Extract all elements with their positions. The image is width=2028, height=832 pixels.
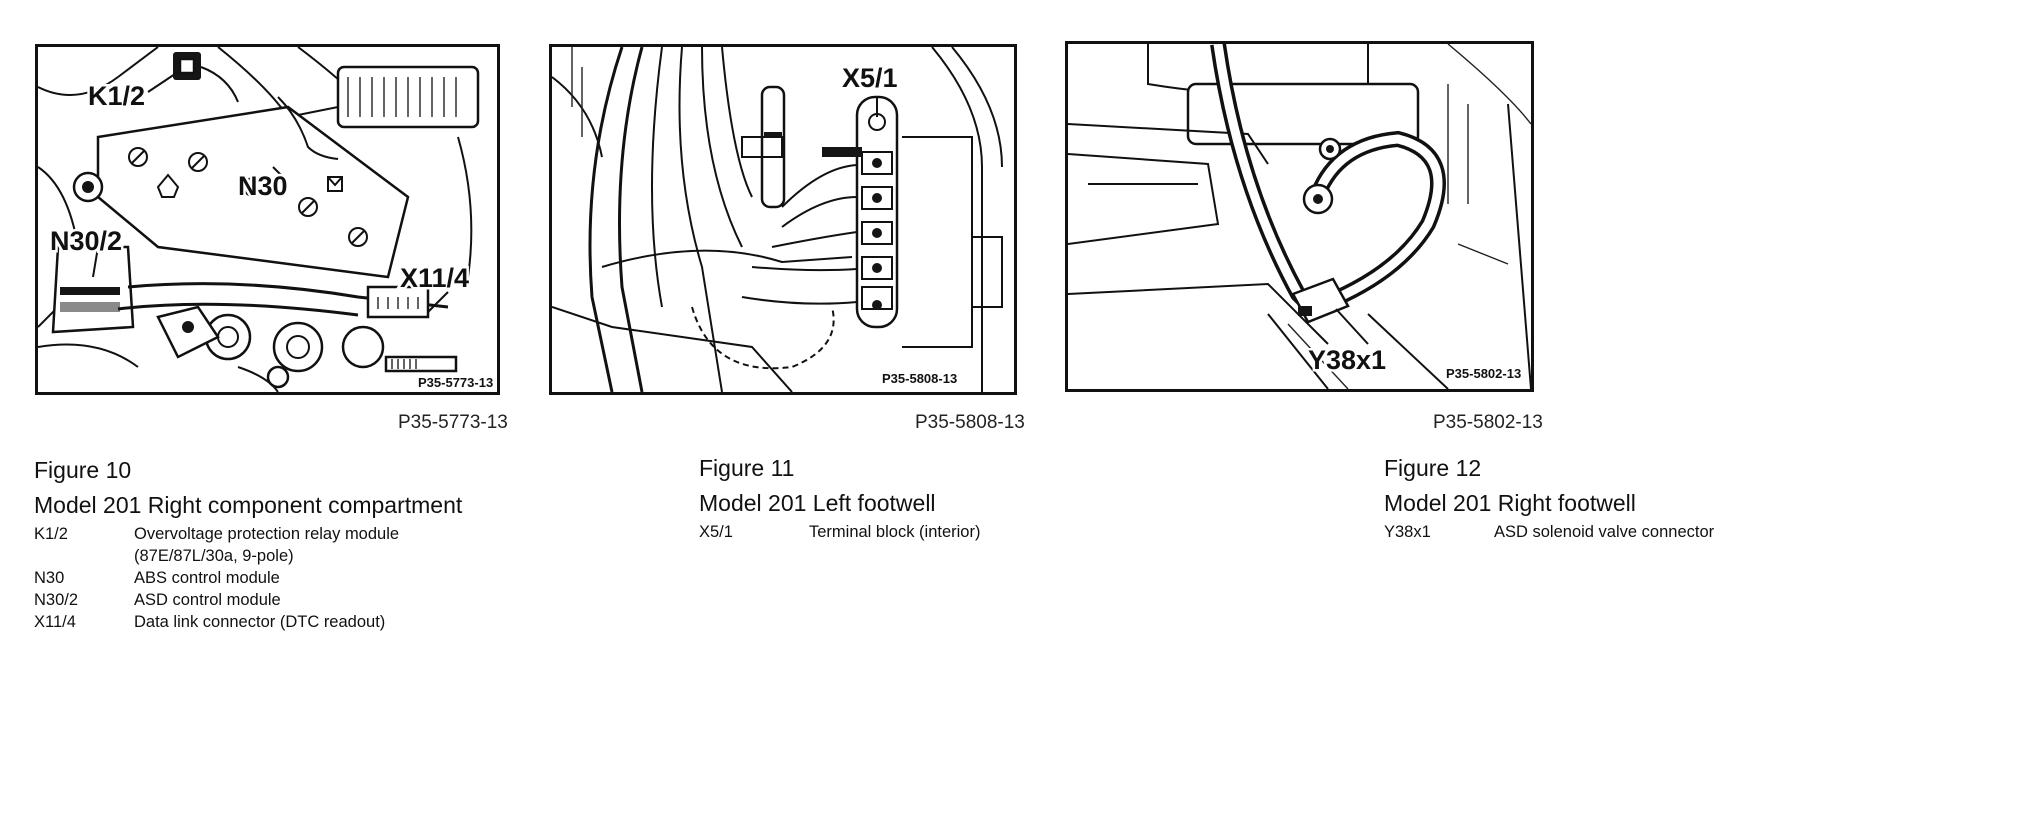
callout-y38x1: Y38x1 xyxy=(1308,345,1386,375)
legend-desc: (87E/87L/30a, 9-pole) xyxy=(134,547,294,565)
callout-x11-4: X11/4 xyxy=(400,263,469,293)
figure-10-illustration: K1/2 N30 N30/2 X11/4 P35-5773-13 xyxy=(35,44,500,395)
figure-10-ref-code: P35-5773-13 xyxy=(398,412,508,433)
legend-row: N30 ABS control module xyxy=(34,567,462,589)
callout-x5-1: X5/1 xyxy=(842,63,898,93)
legend-row: X5/1 Terminal block (interior) xyxy=(699,521,980,543)
figure-10-model-line: Model 201 Right component compartment xyxy=(34,492,463,518)
legend-desc: ABS control module xyxy=(134,569,280,587)
callout-n30-2: N30/2 xyxy=(50,226,122,256)
figure-12-model-line: Model 201 Right footwell xyxy=(1384,490,1636,516)
figure-11-model-line: Model 201 Left footwell xyxy=(699,490,936,516)
legend-row: X11/4 Data link connector (DTC readout) xyxy=(34,611,462,633)
figure-12-ref-code: P35-5802-13 xyxy=(1433,412,1543,433)
callout-k1-2: K1/2 xyxy=(88,81,145,111)
legend-code: N30 xyxy=(34,569,65,587)
figure-10-caption: Figure 10 Model 201 Right component comp… xyxy=(34,457,462,633)
legend-code xyxy=(34,545,134,567)
inner-figure-code: P35-5808-13 xyxy=(882,371,957,386)
legend-code: N30/2 xyxy=(34,591,79,609)
legend-code: K1/2 xyxy=(34,525,68,543)
figure-11-title: Figure 11 xyxy=(699,455,795,481)
figure-12-illustration: Y38x1 P35-5802-13 xyxy=(1065,41,1534,392)
legend-code: X5/1 xyxy=(699,523,733,541)
figure-11-caption: Figure 11 Model 201 Left footwell X5/1 Te… xyxy=(699,455,980,543)
legend-desc: Data link connector (DTC readout) xyxy=(134,613,386,631)
legend-row: Y38x1 ASD solenoid valve connector xyxy=(1384,521,1714,543)
legend-code: X11/4 xyxy=(34,613,76,631)
legend-row: (87E/87L/30a, 9-pole) xyxy=(34,545,462,567)
inner-figure-code: P35-5773-13 xyxy=(418,375,493,390)
legend-desc: ASD solenoid valve connector xyxy=(1494,523,1715,541)
callout-n30: N30 xyxy=(238,171,288,201)
inner-figure-code: P35-5802-13 xyxy=(1446,366,1521,381)
legend-row: N30/2 ASD control module xyxy=(34,589,462,611)
figure-11-ref-code: P35-5808-13 xyxy=(915,412,1025,433)
legend-row: K1/2 Overvoltage protection relay module xyxy=(34,523,462,545)
legend-code: Y38x1 xyxy=(1384,523,1431,541)
figure-12-caption: Figure 12 Model 201 Right footwell Y38x1… xyxy=(1384,455,1714,543)
figure-11-illustration: X5/1 P35-5808-13 xyxy=(549,44,1017,395)
legend-desc: Terminal block (interior) xyxy=(809,523,981,541)
figure-12-title: Figure 12 xyxy=(1384,455,1482,481)
legend-desc: Overvoltage protection relay module xyxy=(134,525,400,543)
figure-12-legend: Y38x1 ASD solenoid valve connector xyxy=(1384,521,1714,543)
figure-10-title: Figure 10 xyxy=(34,457,132,483)
legend-desc: ASD control module xyxy=(134,591,281,609)
figure-11-legend: X5/1 Terminal block (interior) xyxy=(699,521,980,543)
